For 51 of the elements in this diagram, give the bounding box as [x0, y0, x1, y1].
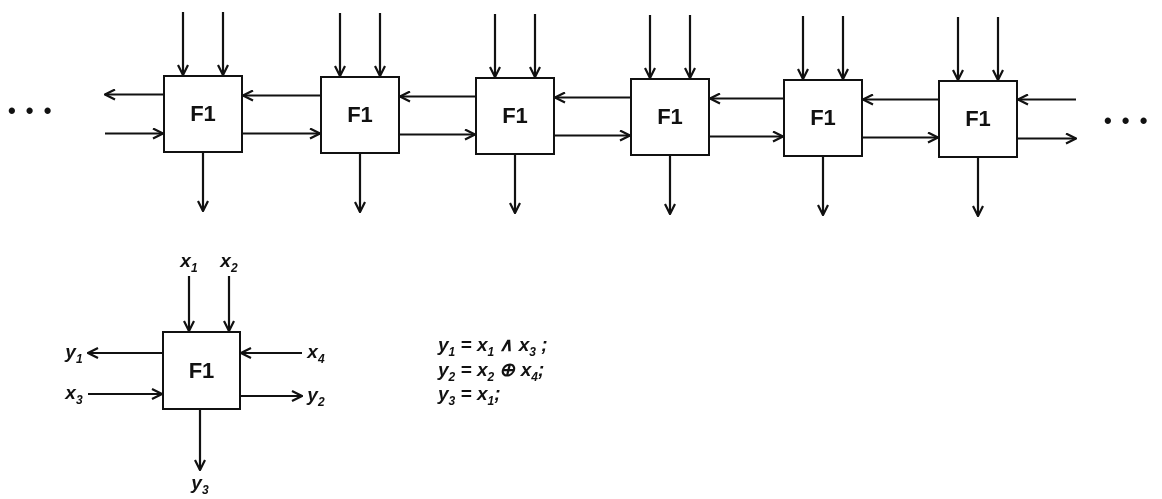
arrow	[991, 17, 1005, 82]
arrow	[88, 387, 164, 401]
arrow	[643, 15, 657, 80]
signal-label: x$_{4}$	[302, 339, 330, 367]
equation: y$_{3}$ = x$_{1}$;	[438, 383, 501, 408]
function-block: F1	[162, 331, 241, 410]
arrow	[333, 13, 347, 78]
arrow	[951, 17, 965, 82]
arrow	[555, 129, 632, 142]
arrow	[373, 13, 387, 78]
arrow	[353, 154, 367, 214]
ellipsis: • • •	[8, 98, 54, 124]
arrow	[710, 130, 785, 143]
signal-label: x$_{2}$	[216, 248, 242, 276]
arrow	[243, 127, 322, 140]
arrow	[193, 410, 207, 472]
arrow	[182, 276, 196, 333]
arrow	[400, 128, 477, 141]
arrow	[86, 346, 162, 360]
arrow	[105, 127, 165, 140]
signal-label: y$_{3}$	[186, 470, 214, 498]
function-block: F1	[630, 78, 710, 156]
arrow	[796, 16, 810, 81]
arrow	[103, 88, 163, 101]
arrow	[196, 153, 210, 213]
equation: y$_{1}$ = x$_{1}$ ∧ x$_{3}$ ;	[438, 333, 548, 359]
signal-label: x$_{1}$	[176, 248, 202, 276]
arrow	[222, 276, 236, 333]
ellipsis: • • •	[1104, 108, 1150, 134]
arrow	[1018, 132, 1078, 145]
arrow	[508, 155, 522, 215]
arrow	[816, 157, 830, 217]
function-block: F1	[320, 76, 400, 154]
function-block: F1	[163, 75, 243, 153]
arrow	[176, 12, 190, 77]
function-block: F1	[783, 79, 863, 157]
arrow	[971, 158, 985, 218]
equation: y$_{2}$ = x$_{2}$ ⊕ x$_{4}$;	[438, 358, 545, 384]
arrow	[683, 15, 697, 80]
signal-label: x$_{3}$	[60, 380, 88, 408]
arrow	[216, 12, 230, 77]
signal-label: y$_{2}$	[302, 382, 330, 410]
signal-label: y$_{1}$	[60, 339, 88, 367]
arrow	[488, 14, 502, 79]
arrow	[528, 14, 542, 79]
arrow	[663, 156, 677, 216]
function-block: F1	[475, 77, 555, 155]
arrow	[863, 131, 940, 144]
arrow	[241, 389, 304, 403]
function-block: F1	[938, 80, 1018, 158]
arrow	[836, 16, 850, 81]
